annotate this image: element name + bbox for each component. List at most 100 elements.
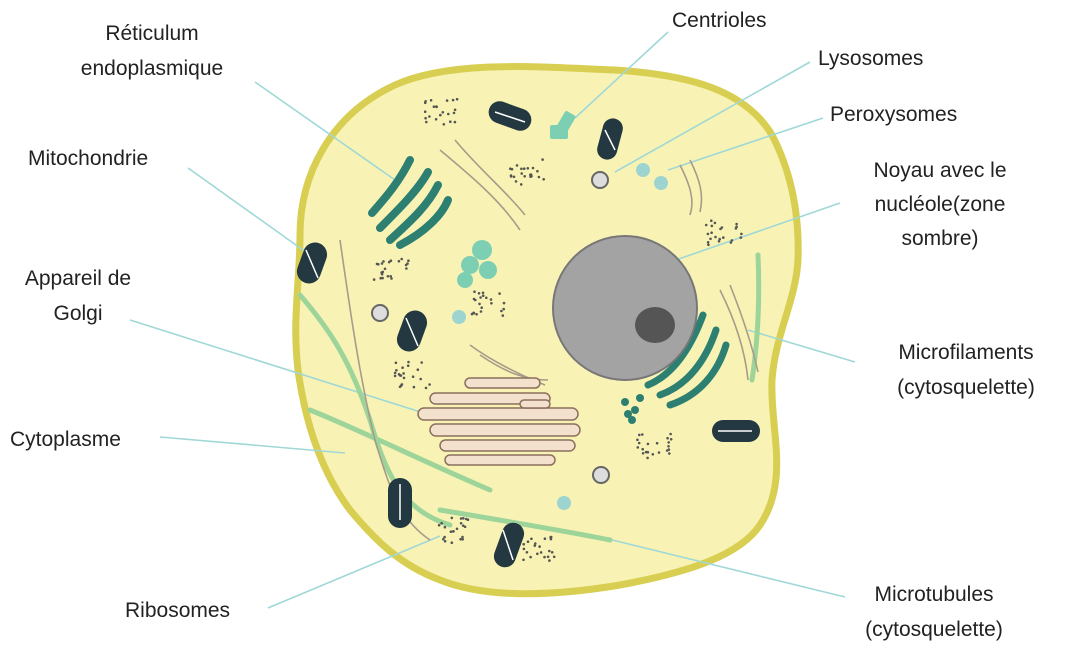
ribosome-dot: [456, 528, 459, 531]
ribosome-dot: [443, 123, 446, 126]
ribosome-dot: [413, 386, 416, 389]
ribosome-dot: [540, 551, 543, 554]
ribosome-dot: [502, 308, 505, 311]
ribosome-dot: [480, 306, 483, 309]
ribosome-dot: [647, 443, 650, 446]
ribosome-dot: [667, 445, 670, 448]
ribosome-dot: [642, 452, 645, 455]
ribosome-dot: [735, 226, 738, 229]
ribosome-dot: [400, 258, 403, 261]
ribosome-dot: [520, 168, 523, 171]
ribosome-dot: [722, 236, 725, 239]
ribosome-dot: [667, 441, 670, 444]
ribosome-dot: [480, 310, 483, 313]
ribosome-dot: [473, 312, 476, 315]
ribosome-dot: [711, 225, 714, 228]
ribosome-dot: [529, 556, 532, 559]
ribosome-dot: [646, 457, 649, 460]
ribosome-dot: [637, 446, 640, 449]
ribosome-dot: [400, 374, 403, 377]
label-reticulum-line2: endoplasmique: [81, 57, 223, 80]
ribosome-dot: [710, 231, 713, 234]
ribosome-dot: [473, 290, 476, 293]
ribosome-dot: [721, 226, 724, 229]
ribosome-dot: [376, 263, 379, 266]
ribosome-dot: [656, 442, 659, 445]
ribosome-dot: [707, 241, 710, 244]
leader-mitochondrie: [188, 168, 310, 255]
nucleolus: [635, 307, 675, 343]
ribosome-dot: [709, 238, 712, 241]
ribosome-dot: [475, 313, 478, 316]
label-reticulum-line1: Réticulum: [105, 22, 198, 45]
ribosome-dot: [453, 112, 456, 115]
ribosome-dot: [474, 299, 477, 302]
ribosome-dot: [452, 99, 455, 102]
ribosome-dot: [384, 268, 387, 271]
ribosome-dot: [730, 241, 733, 244]
ribosome-dot: [403, 377, 406, 380]
ribosome-dot: [502, 314, 505, 317]
ribosome-dot: [658, 451, 661, 454]
ribosome-dot: [461, 536, 464, 539]
ribosome-dot: [478, 303, 481, 306]
ribosome-dot: [548, 559, 551, 562]
ribosome-dot: [417, 368, 420, 371]
ribosome-dot: [647, 451, 650, 454]
ribosome-dot: [718, 238, 721, 241]
ribosome-dot: [542, 178, 545, 181]
label-centrioles: Centrioles: [672, 9, 767, 32]
ribosome-dot: [478, 292, 481, 295]
ribosome-dot: [482, 294, 485, 297]
ribosome-dot: [710, 219, 713, 222]
ribosome-dot: [419, 378, 422, 381]
ribosome-dot: [526, 551, 529, 554]
ribosome-dot: [549, 536, 552, 539]
ribosome-dot: [516, 164, 519, 167]
ribosome-dot: [707, 244, 710, 247]
ribosome-dot: [401, 366, 404, 369]
ribosome-dot: [641, 433, 644, 436]
label-microfilaments-line2: (cytosquelette): [897, 376, 1035, 399]
ribosome-dot: [638, 434, 641, 437]
label-noyau-line1: Noyau avec le: [873, 159, 1006, 182]
ribosome-dot: [405, 267, 408, 270]
ribosome-dot: [500, 310, 503, 313]
ribosome-dot: [522, 543, 525, 546]
ribosome-dot: [527, 540, 530, 543]
ribosome-dot: [513, 176, 516, 179]
ribosome-dot: [460, 517, 463, 520]
label-ribosomes: Ribosomes: [125, 599, 230, 622]
ribosome-dot: [407, 364, 410, 367]
ribosome-dot: [740, 233, 743, 236]
ribosome-dot: [402, 372, 405, 375]
ribosome-dot: [530, 538, 533, 541]
ribosome-dot: [382, 260, 385, 263]
ribosome-dot: [714, 222, 717, 225]
ribosome-dot: [435, 118, 438, 121]
ribosome-dot: [548, 550, 551, 553]
ribosome-dot: [490, 298, 493, 301]
ribosome-dot: [705, 224, 708, 227]
ribosome-dot: [395, 369, 398, 372]
ribosome-dot: [520, 183, 523, 186]
ribosome-dot: [666, 449, 669, 452]
ribosome-dot: [464, 526, 467, 529]
ribosome-dot: [520, 172, 523, 175]
ribosome-dot: [529, 174, 532, 177]
ribosome-dot: [652, 453, 655, 456]
ribosome-dot: [449, 120, 452, 123]
ribosome-dot: [428, 115, 431, 118]
label-microtubules-line1: Microtubules: [874, 583, 993, 606]
ribosome-dot: [425, 121, 428, 124]
ribosome-dot: [373, 278, 376, 281]
ribosome-dot: [424, 117, 427, 120]
ribosome-dot: [527, 167, 530, 170]
ribosome-dot: [523, 167, 526, 170]
ribosome-dot: [452, 530, 455, 533]
leader-ribosomes: [268, 536, 440, 608]
ribosome-dot: [399, 386, 402, 389]
ribosome-dot: [551, 551, 554, 554]
ribosome-dot: [420, 361, 423, 364]
